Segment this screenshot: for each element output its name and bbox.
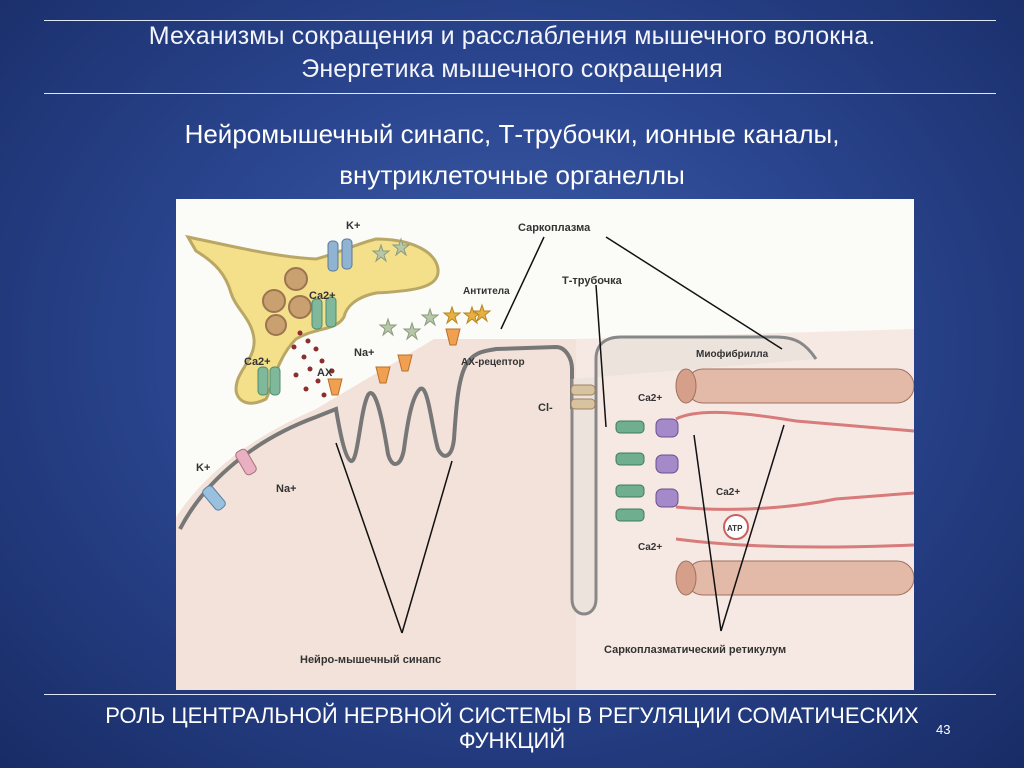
- cl-channel: [570, 398, 596, 410]
- sarcoplasmic-reticulum: [675, 410, 914, 433]
- label-k-plus-membrane: K+: [196, 462, 210, 474]
- diagram-svg: K+ Ca2+ Ca2+ Na+ АХ Антитела АХ-рецептор…: [176, 220, 914, 690]
- antibody-stars-gold: [442, 303, 492, 325]
- atp-pump: [723, 514, 749, 540]
- label-ca2-top: Ca2+: [309, 290, 336, 302]
- label-ca2-sr: Ca2+: [716, 487, 740, 498]
- slide-title-line2: Энергетика мышечного сокращения: [301, 55, 723, 83]
- muscle-fiber-body: [176, 409, 316, 690]
- myofibril: [685, 368, 914, 404]
- neuromuscular-diagram: K+ Ca2+ Ca2+ Na+ АХ Антитела АХ-рецептор…: [176, 199, 914, 690]
- ca-channel: [257, 366, 269, 396]
- footer-line2: ФУНКЦИЙ: [458, 728, 566, 753]
- dhpr-channels: [615, 420, 645, 522]
- sarcolemma: [178, 344, 574, 530]
- label-myofibril: Миофибрилла: [696, 348, 769, 360]
- vesicle: [265, 314, 287, 336]
- cl-channel: [570, 384, 596, 396]
- footer-divider: [44, 694, 996, 695]
- t-tubule: [570, 335, 818, 616]
- antibody-stars: [371, 237, 440, 341]
- k-channel: [341, 238, 353, 270]
- pointer-lines: [335, 236, 785, 634]
- ca-channel: [269, 366, 281, 396]
- label-ach-receptor: АХ-рецептор: [461, 357, 525, 368]
- slide-subtitle: Нейромышечный синапс, Т-трубочки, ионные…: [60, 114, 964, 196]
- label-na-plus-membrane: Na+: [276, 483, 297, 495]
- ach-receptor: [445, 328, 461, 346]
- label-sarcoplasm: Саркоплазма: [518, 222, 591, 234]
- subtitle-line2: внутриклеточные органеллы: [339, 160, 685, 190]
- k-channel: [202, 485, 226, 511]
- label-ach: АХ: [317, 367, 333, 379]
- sarcoplasmic-reticulum: [675, 537, 914, 549]
- slide-footer: РОЛЬ ЦЕНТРАЛЬНОЙ НЕРВНОЙ СИСТЕМЫ В РЕГУЛ…: [50, 703, 974, 753]
- label-t-tubule: Т-трубочка: [562, 275, 623, 287]
- ryr-channels: [655, 418, 679, 508]
- label-ca2-left: Ca2+: [244, 356, 271, 368]
- label-cl-minus: Cl-: [538, 402, 553, 414]
- k-channel: [327, 240, 339, 272]
- page-number: 43: [936, 722, 951, 737]
- vesicle: [262, 289, 286, 313]
- vesicle: [284, 267, 308, 291]
- myofibril-end: [675, 368, 697, 404]
- label-ca2-t-top: Ca2+: [638, 393, 662, 404]
- myofibril-end: [675, 560, 697, 596]
- sarcoplasmic-reticulum: [675, 491, 914, 511]
- footer-line1: РОЛЬ ЦЕНТРАЛЬНОЙ НЕРВНОЙ СИСТЕМЫ В РЕГУЛ…: [105, 703, 919, 728]
- ach-receptor: [397, 354, 413, 372]
- ca-channel: [311, 298, 323, 330]
- slide-title-line1: Механизмы сокращения и расслабления мыше…: [148, 22, 876, 50]
- top-rule: [44, 20, 996, 21]
- label-antibodies: Антитела: [463, 286, 510, 297]
- ach-molecules: [291, 330, 335, 398]
- label-sr: Саркоплазматический ретикулум: [604, 644, 786, 656]
- subtitle-line1: Нейромышечный синапс, Т-трубочки, ионные…: [184, 119, 840, 149]
- ach-receptor: [327, 378, 343, 396]
- title-divider: [44, 93, 996, 94]
- label-na-plus-synapse: Na+: [354, 347, 375, 359]
- ach-receptor: [375, 366, 391, 384]
- na-channel: [235, 448, 257, 476]
- label-atp: ATP: [727, 524, 743, 533]
- sarcoplasm-area: [316, 339, 576, 690]
- label-nm-synapse: Нейро-мышечный синапс: [300, 654, 441, 666]
- ca-channel: [325, 296, 337, 328]
- myofibril: [685, 560, 914, 596]
- label-ca2-t-bottom: Ca2+: [638, 542, 662, 553]
- label-k-plus-top: K+: [346, 220, 360, 232]
- vesicle: [288, 295, 312, 319]
